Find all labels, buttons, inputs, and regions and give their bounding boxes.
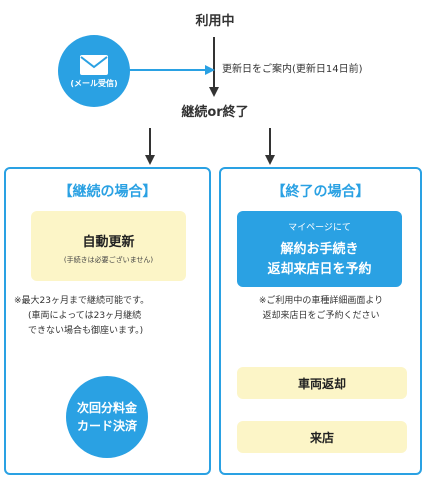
store-visit-label: 来店	[309, 431, 334, 445]
mypage-line-cancel: 解約お手続き	[280, 242, 359, 257]
auto-renew-title: 自動更新	[82, 235, 135, 250]
continue-note: ※最大23ヶ月まで継続可能です。 (車両によっては23ヶ月継続 できない場合も御…	[14, 294, 204, 339]
auto-renew-subtitle: (手続きは必要ございません)	[63, 256, 154, 264]
vehicle-return-box: 車両返却	[237, 367, 407, 399]
continue-note-line: できない場合も御座います。)	[28, 326, 144, 336]
renewal-notice-text: 更新日をご案内(更新日14日前)	[222, 64, 363, 75]
mypage-procedure-box: マイページにて 解約お手続き 返却来店日を予約	[237, 211, 402, 287]
envelope-icon	[80, 54, 108, 75]
card-payment-line: カード決済	[76, 419, 137, 433]
auto-renew-box: 自動更新 (手続きは必要ございません)	[31, 211, 186, 281]
vehicle-return-label: 車両返却	[297, 377, 346, 391]
mail-caption: (メール受信)	[70, 78, 118, 88]
store-visit-box: 来店	[237, 421, 407, 453]
mail-receive-circle: (メール受信)	[58, 35, 130, 107]
end-note-line: ※ご利用中の車種詳細画面より	[258, 296, 384, 306]
end-note-line: 返却来店日をご予約ください	[262, 311, 380, 321]
mypage-subtitle: マイページにて	[288, 223, 351, 233]
mypage-line-reserve: 返却来店日を予約	[267, 262, 372, 277]
status-continue-or-end: 継続or終了	[181, 105, 249, 120]
end-title: 【終了の場合】	[271, 184, 370, 200]
continue-note-line: (車両によっては23ヶ月継続	[28, 311, 142, 321]
status-in-use: 利用中	[195, 14, 235, 29]
end-note: ※ご利用中の車種詳細画面より 返却来店日をご予約ください	[226, 294, 416, 324]
continue-note-line: ※最大23ヶ月まで継続可能です。	[14, 296, 150, 306]
card-payment-line: 次回分料金	[76, 401, 137, 415]
card-payment-circle: 次回分料金 カード決済	[66, 376, 148, 458]
continue-title: 【継続の場合】	[58, 184, 157, 200]
